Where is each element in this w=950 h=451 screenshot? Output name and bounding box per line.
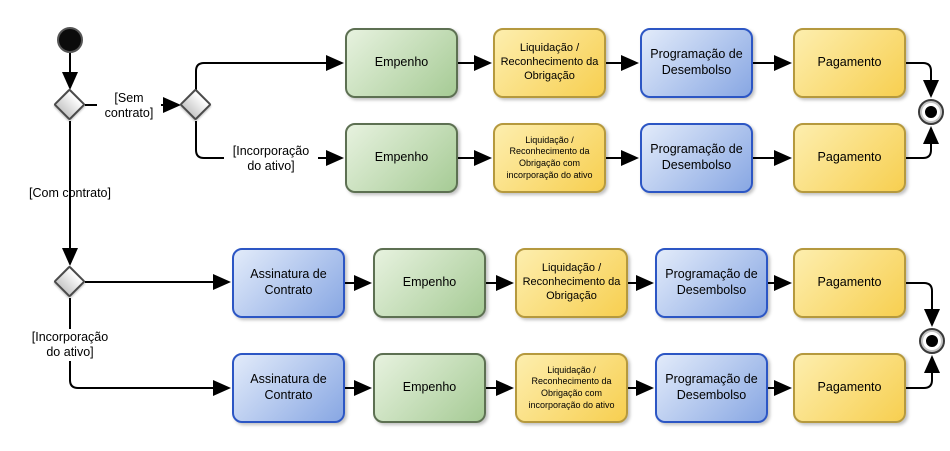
activity-empenho-row1: Empenho <box>345 28 458 98</box>
activity-liquidacao-incorporacao-row2: Liquidação / Reconhecimento da Obrigação… <box>493 123 606 193</box>
activity-programacao-desembolso-row1: Programação de Desembolso <box>640 28 753 98</box>
activity-programacao-desembolso-row3: Programação de Desembolso <box>655 248 768 318</box>
activity-empenho-row3: Empenho <box>373 248 486 318</box>
edge-decision3-to-row4 <box>69 298 231 396</box>
guard-incorporacao-do-ativo-top: [Incorporação do ativo] <box>224 143 318 175</box>
activity-assinatura-contrato-row4: Assinatura de Contrato <box>232 353 345 423</box>
activity-pagamento-row2: Pagamento <box>793 123 906 193</box>
end-node-bottom <box>919 328 945 354</box>
guard-com-contrato: [Com contrato] <box>29 186 111 200</box>
activity-liquidacao-row3: Liquidação / Reconhecimento da Obrigação <box>515 248 628 318</box>
start-node <box>57 27 83 53</box>
edge-row4-to-end2 <box>906 355 940 389</box>
activity-empenho-row2: Empenho <box>345 123 458 193</box>
activity-pagamento-row1: Pagamento <box>793 28 906 98</box>
edge-decision2-to-row1 <box>195 55 344 90</box>
edge-row3-to-end2 <box>906 282 940 327</box>
activity-liquidacao-incorporacao-row4: Liquidação / Reconhecimento da Obrigação… <box>515 353 628 423</box>
end-node-top <box>918 99 944 125</box>
guard-sem-contrato: [Sem contrato] <box>97 90 161 122</box>
activity-assinatura-contrato-row3: Assinatura de Contrato <box>232 248 345 318</box>
guard-incorporacao-do-ativo-bottom: [Incorporação do ativo] <box>23 329 117 361</box>
activity-liquidacao-row1: Liquidação / Reconhecimento da Obrigação <box>493 28 606 98</box>
activity-empenho-row4: Empenho <box>373 353 486 423</box>
activity-pagamento-row4: Pagamento <box>793 353 906 423</box>
edge-row1-to-end1 <box>906 62 939 98</box>
activity-pagamento-row3: Pagamento <box>793 248 906 318</box>
edge-row2-to-end1 <box>906 126 939 159</box>
edge-decision2-to-row2 <box>195 121 344 166</box>
activity-programacao-desembolso-row2: Programação de Desembolso <box>640 123 753 193</box>
activity-programacao-desembolso-row4: Programação de Desembolso <box>655 353 768 423</box>
